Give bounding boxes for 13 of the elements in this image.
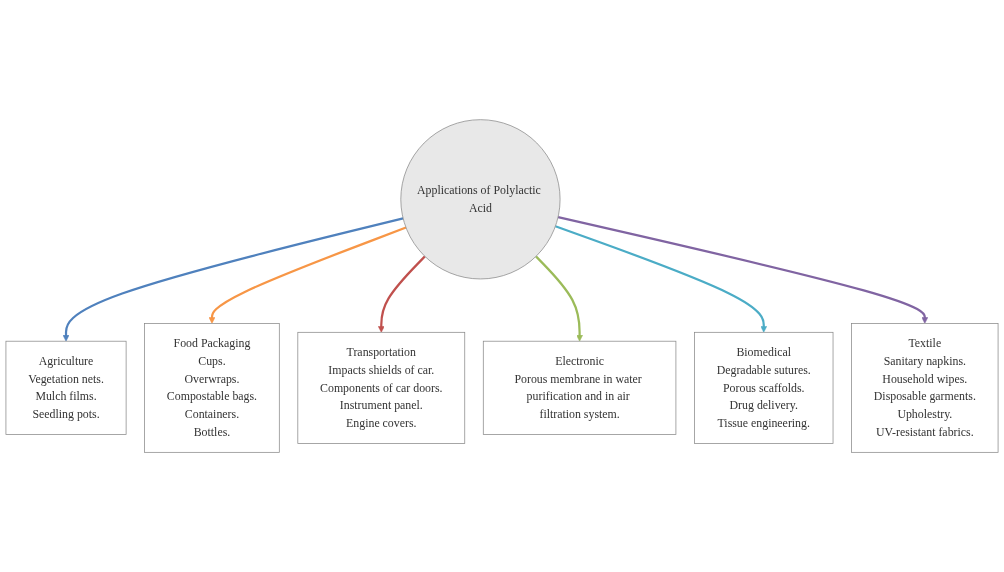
node-box: Agriculture Vegetation nets. Mulch films. Seedling pots. [5,340,127,435]
node-circle: Applications of Polylactic Acid [400,119,561,280]
node-box: Textile Sanitary napkins. Household wipes. Disposable garments. Upholestry. UV-resistant fabrics. [851,323,999,453]
node-box: Food Packaging Cups. Overwraps. Compostable bags. Containers. Bottles. [144,323,280,453]
node-box: Biomedical Degradable sutures. Porous scaffolds. Drug delivery. Tissue engineering. [694,331,834,444]
node-box: Electronic Porous membrane in water purification and in air filtration system. [482,340,677,435]
arrow [208,226,407,324]
node-box: Transportation Impacts shields of car. Components of car doors. Instrument panel. Engine covers. [297,331,466,444]
arrow [555,225,767,333]
arrow [62,217,404,342]
arrow [557,216,929,324]
arrow [535,255,583,342]
arrow [378,255,426,333]
